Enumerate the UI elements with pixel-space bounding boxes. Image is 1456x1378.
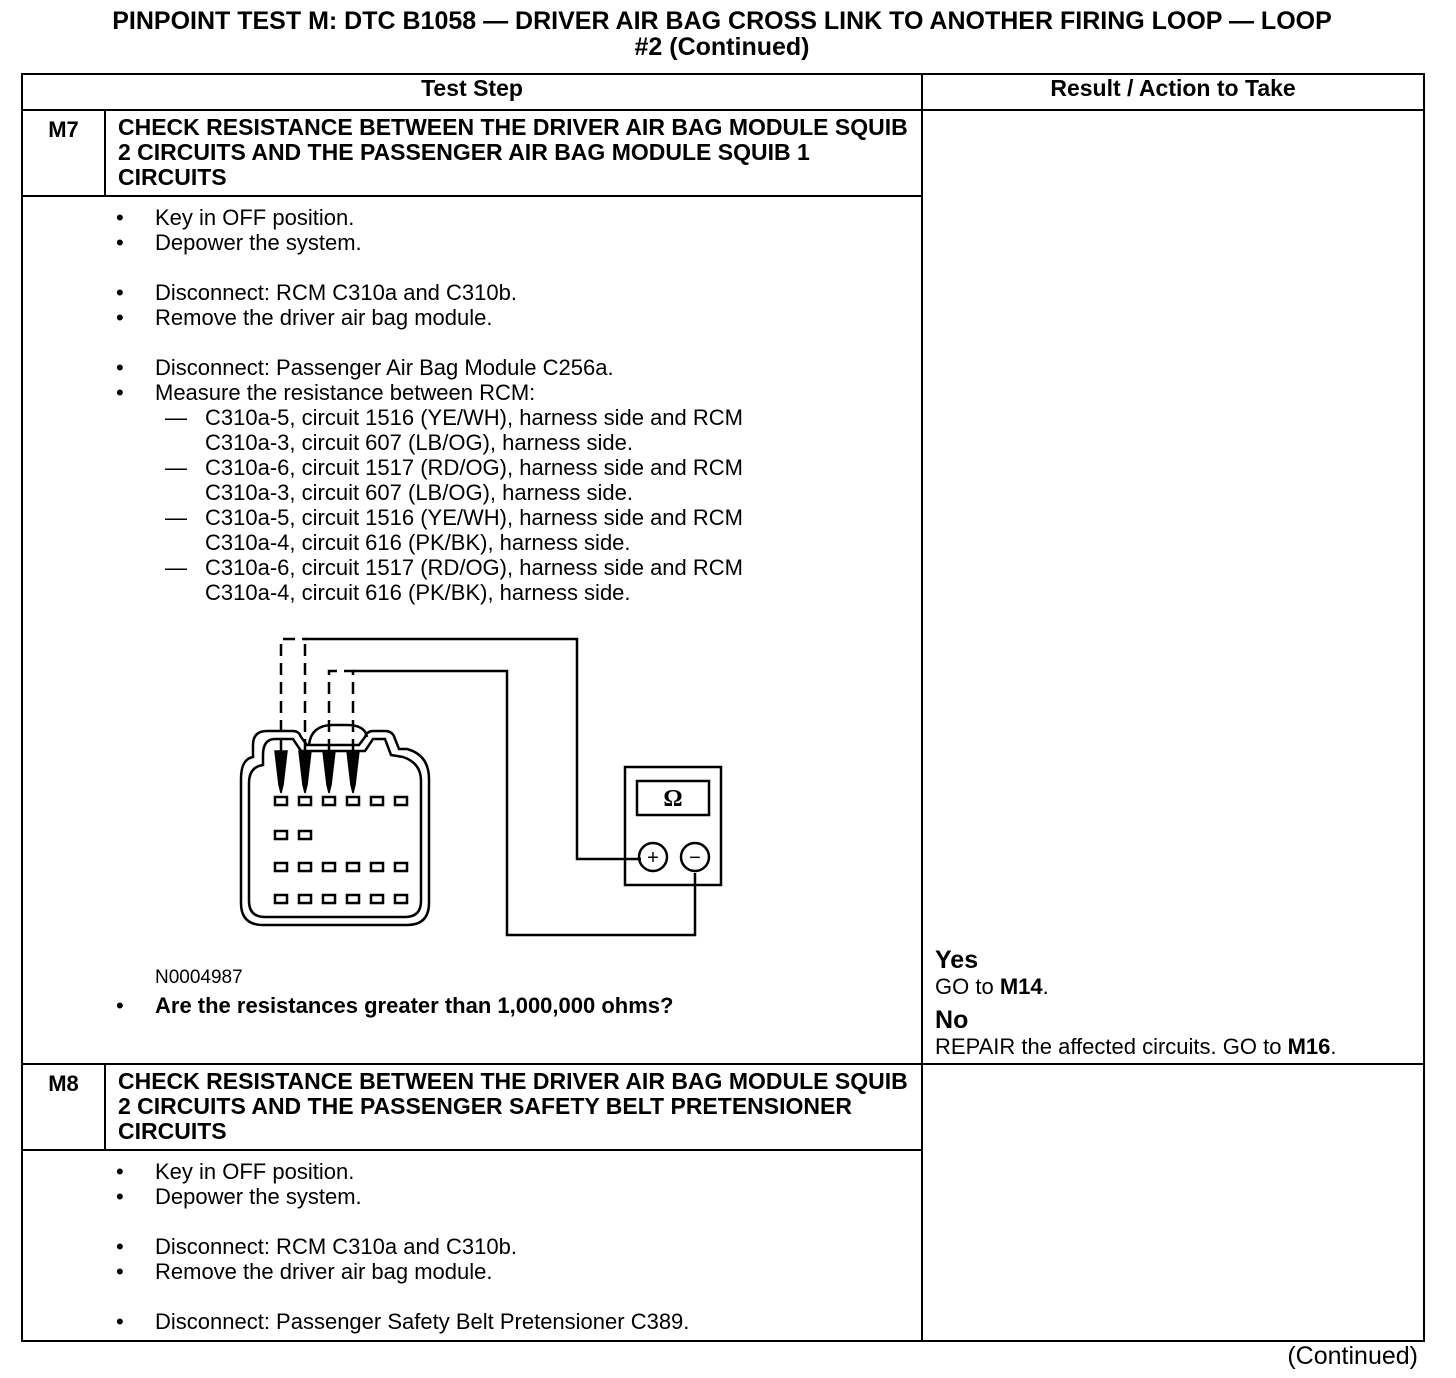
step-id-m8: M8 [21, 1063, 106, 1151]
list-item: •Key in OFF position. [116, 1159, 355, 1184]
list-item: •Remove the driver air bag module. [116, 305, 493, 330]
list-item: •Disconnect: RCM C310a and C310b. [116, 1234, 517, 1259]
dashed-lead-3 [327, 669, 355, 751]
negative-lead [353, 669, 697, 937]
list-item: •Measure the resistance between RCM: [116, 380, 536, 405]
page-title-line2: #2 (Continued) [634, 33, 810, 61]
connector-inner-outline [247, 737, 423, 919]
continued-footer: (Continued) [1287, 1342, 1418, 1370]
goto-step-m14[interactable]: M14 [999, 974, 1043, 999]
sub-list-item: —C310a-6, circuit 1517 (RD/OG), harness … [165, 555, 743, 605]
connector-latch [307, 723, 369, 746]
list-item: •Remove the driver air bag module. [116, 1259, 493, 1284]
header-result-action: Result / Action to Take [921, 73, 1426, 111]
figure-id: N0004987 [155, 967, 243, 988]
step-title-m7: CHECK RESISTANCE BETWEEN THE DRIVER AIR … [103, 109, 924, 197]
result-no-label: No [935, 1006, 969, 1034]
positive-terminal [637, 841, 669, 873]
step-body-m7: •Key in OFF position. •Depower the syste… [20, 195, 924, 1065]
ohmmeter-display [635, 779, 711, 817]
connector-meter-diagram: Ω + − N0004987 [23, 605, 911, 993]
step-body-m8: •Key in OFF position. •Depower the syste… [20, 1149, 924, 1342]
negative-terminal [679, 841, 711, 873]
sub-list-item: —C310a-6, circuit 1517 (RD/OG), harness … [165, 455, 743, 505]
list-item: •Depower the system. [116, 1184, 362, 1209]
probe-3 [322, 750, 336, 794]
diagram-svg: Ω + − [239, 637, 723, 937]
list-item: •Key in OFF position. [116, 205, 355, 230]
minus-sign: − [689, 847, 701, 869]
sub-list-item: —C310a-5, circuit 1516 (YE/WH), harness … [165, 505, 743, 555]
list-item: •Disconnect: Passenger Safety Belt Prete… [116, 1309, 690, 1334]
step-id-m7: M7 [21, 109, 106, 197]
probe-1 [274, 750, 288, 794]
list-item: •Disconnect: RCM C310a and C310b. [116, 280, 517, 305]
result-yes-label: Yes [935, 946, 979, 974]
header-test-step: Test Step [20, 73, 924, 111]
pinpoint-test-table: Test Step Result / Action to Take M7 CHE… [20, 73, 1426, 1342]
positive-lead [305, 637, 641, 861]
page-title: PINPOINT TEST M: DTC B1058 — DRIVER AIR … [20, 8, 1424, 60]
result-cell-m8 [921, 1063, 1426, 1342]
dashed-lead-1 [279, 637, 307, 751]
result-no-action: REPAIR the affected circuits. GO to M16. [935, 1034, 1337, 1059]
plus-sign: + [647, 847, 659, 869]
result-yes-action: GO to M14. [935, 974, 1049, 999]
ohm-symbol: Ω [663, 786, 682, 812]
list-item: •Disconnect: Passenger Air Bag Module C2… [116, 355, 614, 380]
connector-outline [239, 729, 431, 927]
ohmmeter [623, 765, 723, 887]
sub-list-item: —C310a-5, circuit 1516 (YE/WH), harness … [165, 405, 743, 455]
probe-2 [298, 750, 312, 794]
step-title-m8: CHECK RESISTANCE BETWEEN THE DRIVER AIR … [103, 1063, 924, 1151]
probe-4 [346, 750, 360, 794]
goto-step-m16[interactable]: M16 [1287, 1034, 1331, 1059]
result-cell-m7: Yes GO to M14. No REPAIR the affected ci… [921, 109, 1426, 1065]
page-title-line1: PINPOINT TEST M: DTC B1058 — DRIVER AIR … [112, 7, 1332, 35]
result-m7: Yes GO to M14. No REPAIR the affected ci… [935, 946, 1415, 1060]
list-item: •Depower the system. [116, 230, 362, 255]
question-m7: •Are the resistances greater than 1,000,… [116, 993, 674, 1018]
